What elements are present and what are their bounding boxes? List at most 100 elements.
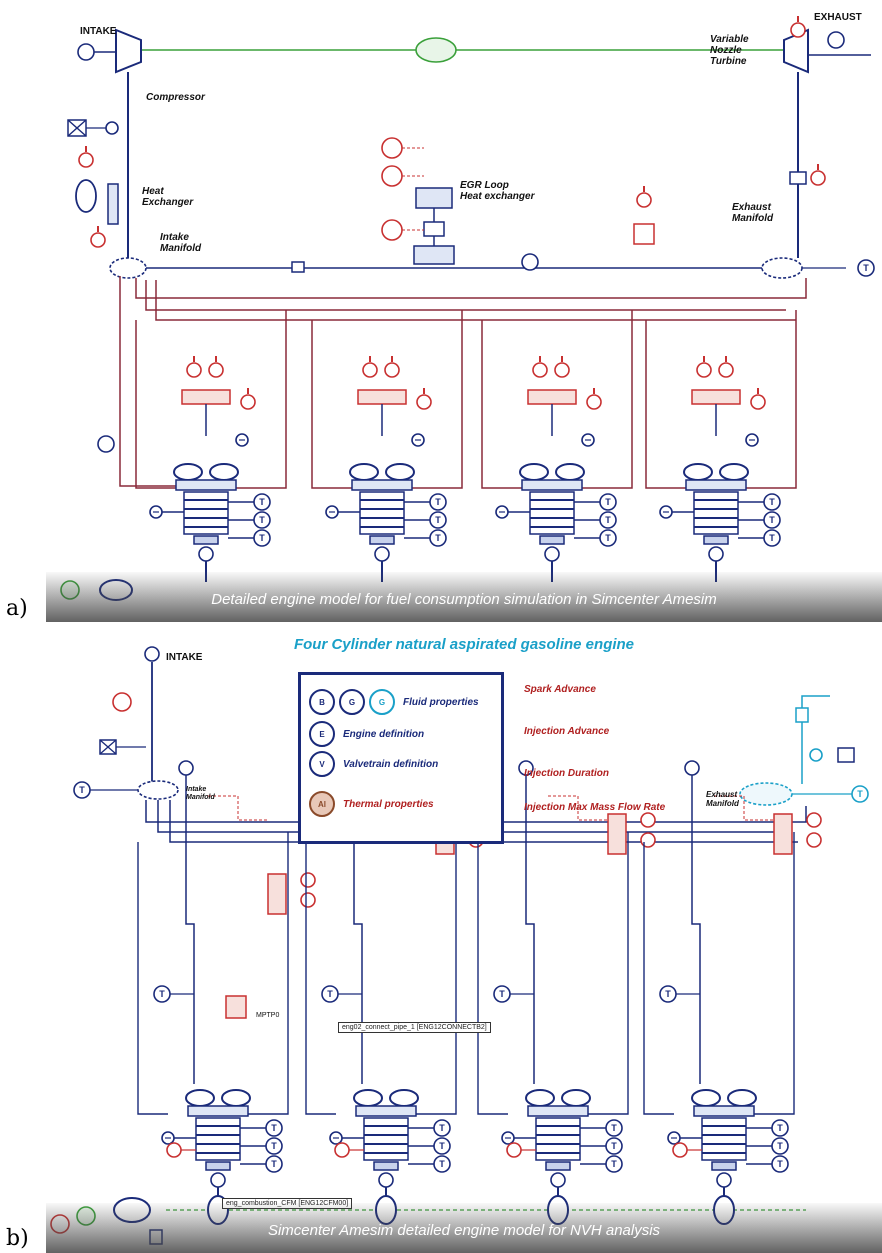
compressor [115,28,142,74]
cyl-b3-temp-side-letter: T [665,989,671,999]
cyl-b2-spark-in [506,1142,522,1158]
runner-top-bar [135,278,807,299]
egr-input-1 [381,165,403,187]
cyl2-crank [544,546,560,562]
injection-max-label: Injection Max Mass Flow Rate [524,802,666,813]
cyl2-temp-2-letter: T [611,1159,617,1169]
intake-manifold [109,257,147,279]
throttle-x2 [67,119,87,137]
egr-control-input [636,192,652,208]
cyl0-head [175,479,237,491]
cyl-b3-feed [691,775,701,1084]
turbine-label: Variable Nozzle Turbine [710,34,749,67]
cyl3-temp-0 [763,493,781,511]
cyl-b3-spark-in [672,1142,688,1158]
cyl0-temp-1-letter: T [259,515,265,525]
cyl0-piston [205,1161,231,1171]
intake-source [77,43,95,61]
cyl0-exhaust-valve [221,1089,251,1107]
cyl-b0-ctrl-link [208,795,268,821]
cyl-b0-spark-in [166,1142,182,1158]
throttle-valve [105,121,119,135]
cyl3-crank [716,1172,732,1188]
cyl2-temp-1-letter: T [605,515,611,525]
cyl1-head [355,1105,417,1117]
cyl2-exhaust-valve [561,1089,591,1107]
cyl1-temp-0-letter: T [439,1123,445,1133]
cyl1-spark [416,394,432,410]
exhaust-sensor-input [810,170,826,186]
cyl3-piston [711,1161,737,1171]
runner-out-2 [582,310,633,489]
cyl-b0-cam [178,760,194,776]
cyl0-temp-0-letter: T [259,497,265,507]
cyl0-injector-box [181,389,231,405]
shaft-inertia [415,37,457,63]
cyl1-piston [373,1161,399,1171]
egr-input-2 [381,219,403,241]
egr-valve-2 [521,253,539,271]
cyl2-temp-1-letter: T [611,1141,617,1151]
cyl0-temp-2-letter: T [259,533,265,543]
fluid-icon-2: G [339,689,365,715]
egr-hx-bottom [413,245,455,265]
cyl3-temp-2-letter: T [769,533,775,543]
cyl1-temp-2-letter: T [435,533,441,543]
cyl3-temp-0-letter: T [777,1123,783,1133]
cyl1-temp-1 [433,1137,451,1155]
cyl-b1-spark-in [334,1142,350,1158]
cyl2-piston [539,535,565,545]
cyl-b3-mux-in-2 [806,832,822,848]
cyl1-intake-valve [353,1089,383,1107]
cyl0-intake-valve [173,463,203,481]
thermal-icon: Al [309,791,335,817]
cyl1-temp-0 [429,493,447,511]
cyl2-head [527,1105,589,1117]
runner-bar-3 [155,280,796,321]
pipe-tag: eng02_connect_pipe_1 [ENG12CONNECTB2] [338,1022,491,1033]
cyl3-temp-2 [771,1155,789,1173]
mptp-tag: MPTP0 [256,1012,280,1019]
exhaust-sensor-b [795,707,809,723]
cyl2-spark [586,394,602,410]
cyl2-crank [550,1172,566,1188]
cyl1-fuel-b [384,362,400,378]
cyl1-temp-0-letter: T [435,497,441,507]
cyl3-temp-1-letter: T [777,1141,783,1151]
runner-out-3 [746,310,797,489]
cyl2-injector-box [527,389,577,405]
cyl2-temp-2 [605,1155,623,1173]
egr-loop-label: EGR Loop Heat exchanger [460,180,535,202]
manifold-input [90,232,106,248]
legend-box: B G G Fluid properties E Engine definiti… [298,672,504,844]
cyl1-temp-2 [433,1155,451,1173]
cyl2-fuel-b [554,362,570,378]
intake-label: INTAKE [80,26,117,37]
runner-bar-2 [145,280,786,311]
intake-manifold-label: Intake Manifold [160,232,202,254]
cyl0-crank [210,1172,226,1188]
runner-bar-b2 [157,800,790,833]
fluid-icon-3: G [369,689,395,715]
cyl1-injector-box [357,389,407,405]
exhaust-manifold [761,257,803,279]
cyl0-temp-0 [265,1119,283,1137]
runner-out-1 [412,310,463,489]
cyl1-crank [378,1172,394,1188]
cyl-b0-mux-in-1 [300,872,316,888]
runner-main-left [119,276,186,487]
cyl3-fuel-b [718,362,734,378]
exhaust-valve-b [809,748,823,762]
panel-b-title: Four Cylinder natural aspirated gasoline… [293,636,635,653]
legend-engine: E Engine definition [301,721,424,747]
cyl0-piston [193,535,219,545]
legend-thermal: Al Thermal properties [301,791,434,817]
cyl3-injector-box [691,389,741,405]
runner-in-0 [135,320,176,489]
cyl-b2-temp-side-letter: T [499,989,505,999]
cyl0-temp-2 [265,1155,283,1173]
cyl2-temp-0 [599,493,617,511]
exhaust-manifold-label-b: Exhaust Manifold [706,790,739,808]
runner-out-0 [236,310,287,489]
exhaust-sink [827,31,845,49]
